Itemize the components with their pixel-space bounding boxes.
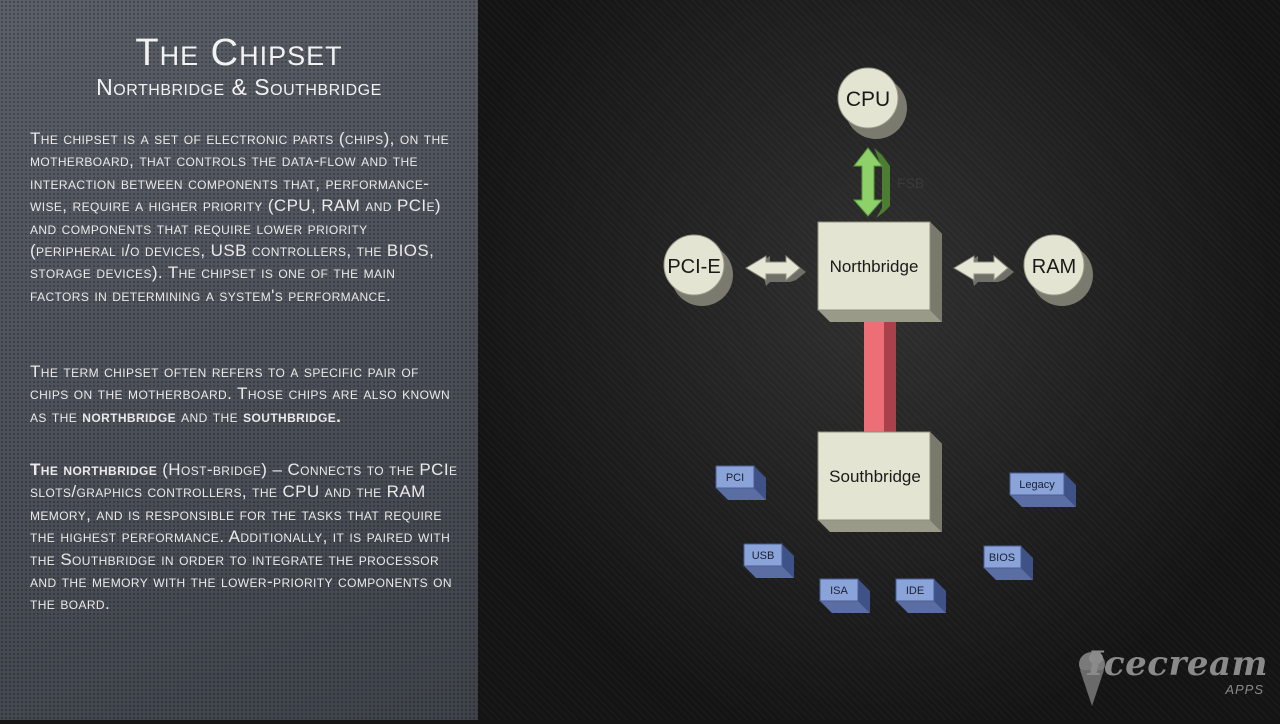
text-panel: The Chipset Northbridge & Southbridge Th… xyxy=(0,0,478,720)
logo-name-text: Icecream xyxy=(1087,644,1268,684)
p2-text-middle: and the xyxy=(176,406,244,426)
usb-label: USB xyxy=(752,550,775,562)
ram-label: RAM xyxy=(1032,256,1076,278)
pci-box xyxy=(715,465,766,500)
pcie-node xyxy=(663,234,733,306)
chipset-diagram: FSB CPU PCI-E xyxy=(663,67,1093,613)
slide-title: The Chipset xyxy=(135,32,343,74)
cpu-node xyxy=(837,67,907,139)
pci-label: PCI xyxy=(726,472,744,484)
paragraph-chipset-pair: The term chipset often refers to a speci… xyxy=(30,361,458,428)
isa-label: ISA xyxy=(830,585,848,597)
bios-label: BIOS xyxy=(989,552,1015,564)
southbridge-chip xyxy=(817,431,942,532)
isa-box xyxy=(819,578,870,613)
bios-box xyxy=(983,545,1033,580)
p3-text: (Host-bridge) – Connects to the PCIe slo… xyxy=(30,460,458,614)
cpu-label: CPU xyxy=(846,88,890,111)
paragraph-chipset-definition: The chipset is a set of electronic parts… xyxy=(30,129,450,305)
legacy-box xyxy=(1009,472,1076,507)
pcie-northbridge-arrow xyxy=(745,254,806,286)
legacy-label: Legacy xyxy=(1019,479,1055,491)
icecream-apps-logo: Icecream APPS xyxy=(1072,644,1272,710)
paragraph-northbridge: The northbridge (Host-bridge) – Connects… xyxy=(30,459,458,616)
ide-box xyxy=(895,578,946,613)
southbridge-label: Southbridge xyxy=(829,467,921,486)
northbridge-label: Northbridge xyxy=(830,257,919,276)
fsb-arrow xyxy=(852,147,890,218)
ram-node xyxy=(1023,234,1093,306)
fsb-label: FSB xyxy=(897,175,924,191)
usb-box xyxy=(743,543,794,578)
logo-sub-text: APPS xyxy=(1225,682,1264,697)
bridge-link xyxy=(864,302,896,432)
p3-heading-bold: The northbridge xyxy=(30,460,158,479)
p2-text-start: The term chipset often refers to a speci… xyxy=(30,362,451,426)
pcie-label: PCI-E xyxy=(667,256,720,278)
diagram-panel: FSB CPU PCI-E xyxy=(478,0,1280,720)
ide-label: IDE xyxy=(906,585,924,597)
northbridge-chip xyxy=(817,221,942,322)
p2-northbridge-bold: northbridge xyxy=(82,406,176,426)
p2-southbridge-bold: southbridge. xyxy=(243,406,342,426)
northbridge-ram-arrow xyxy=(953,254,1014,286)
slide-subtitle: Northbridge & Southbridge xyxy=(96,74,382,100)
ice-cream-icon xyxy=(1079,652,1105,706)
